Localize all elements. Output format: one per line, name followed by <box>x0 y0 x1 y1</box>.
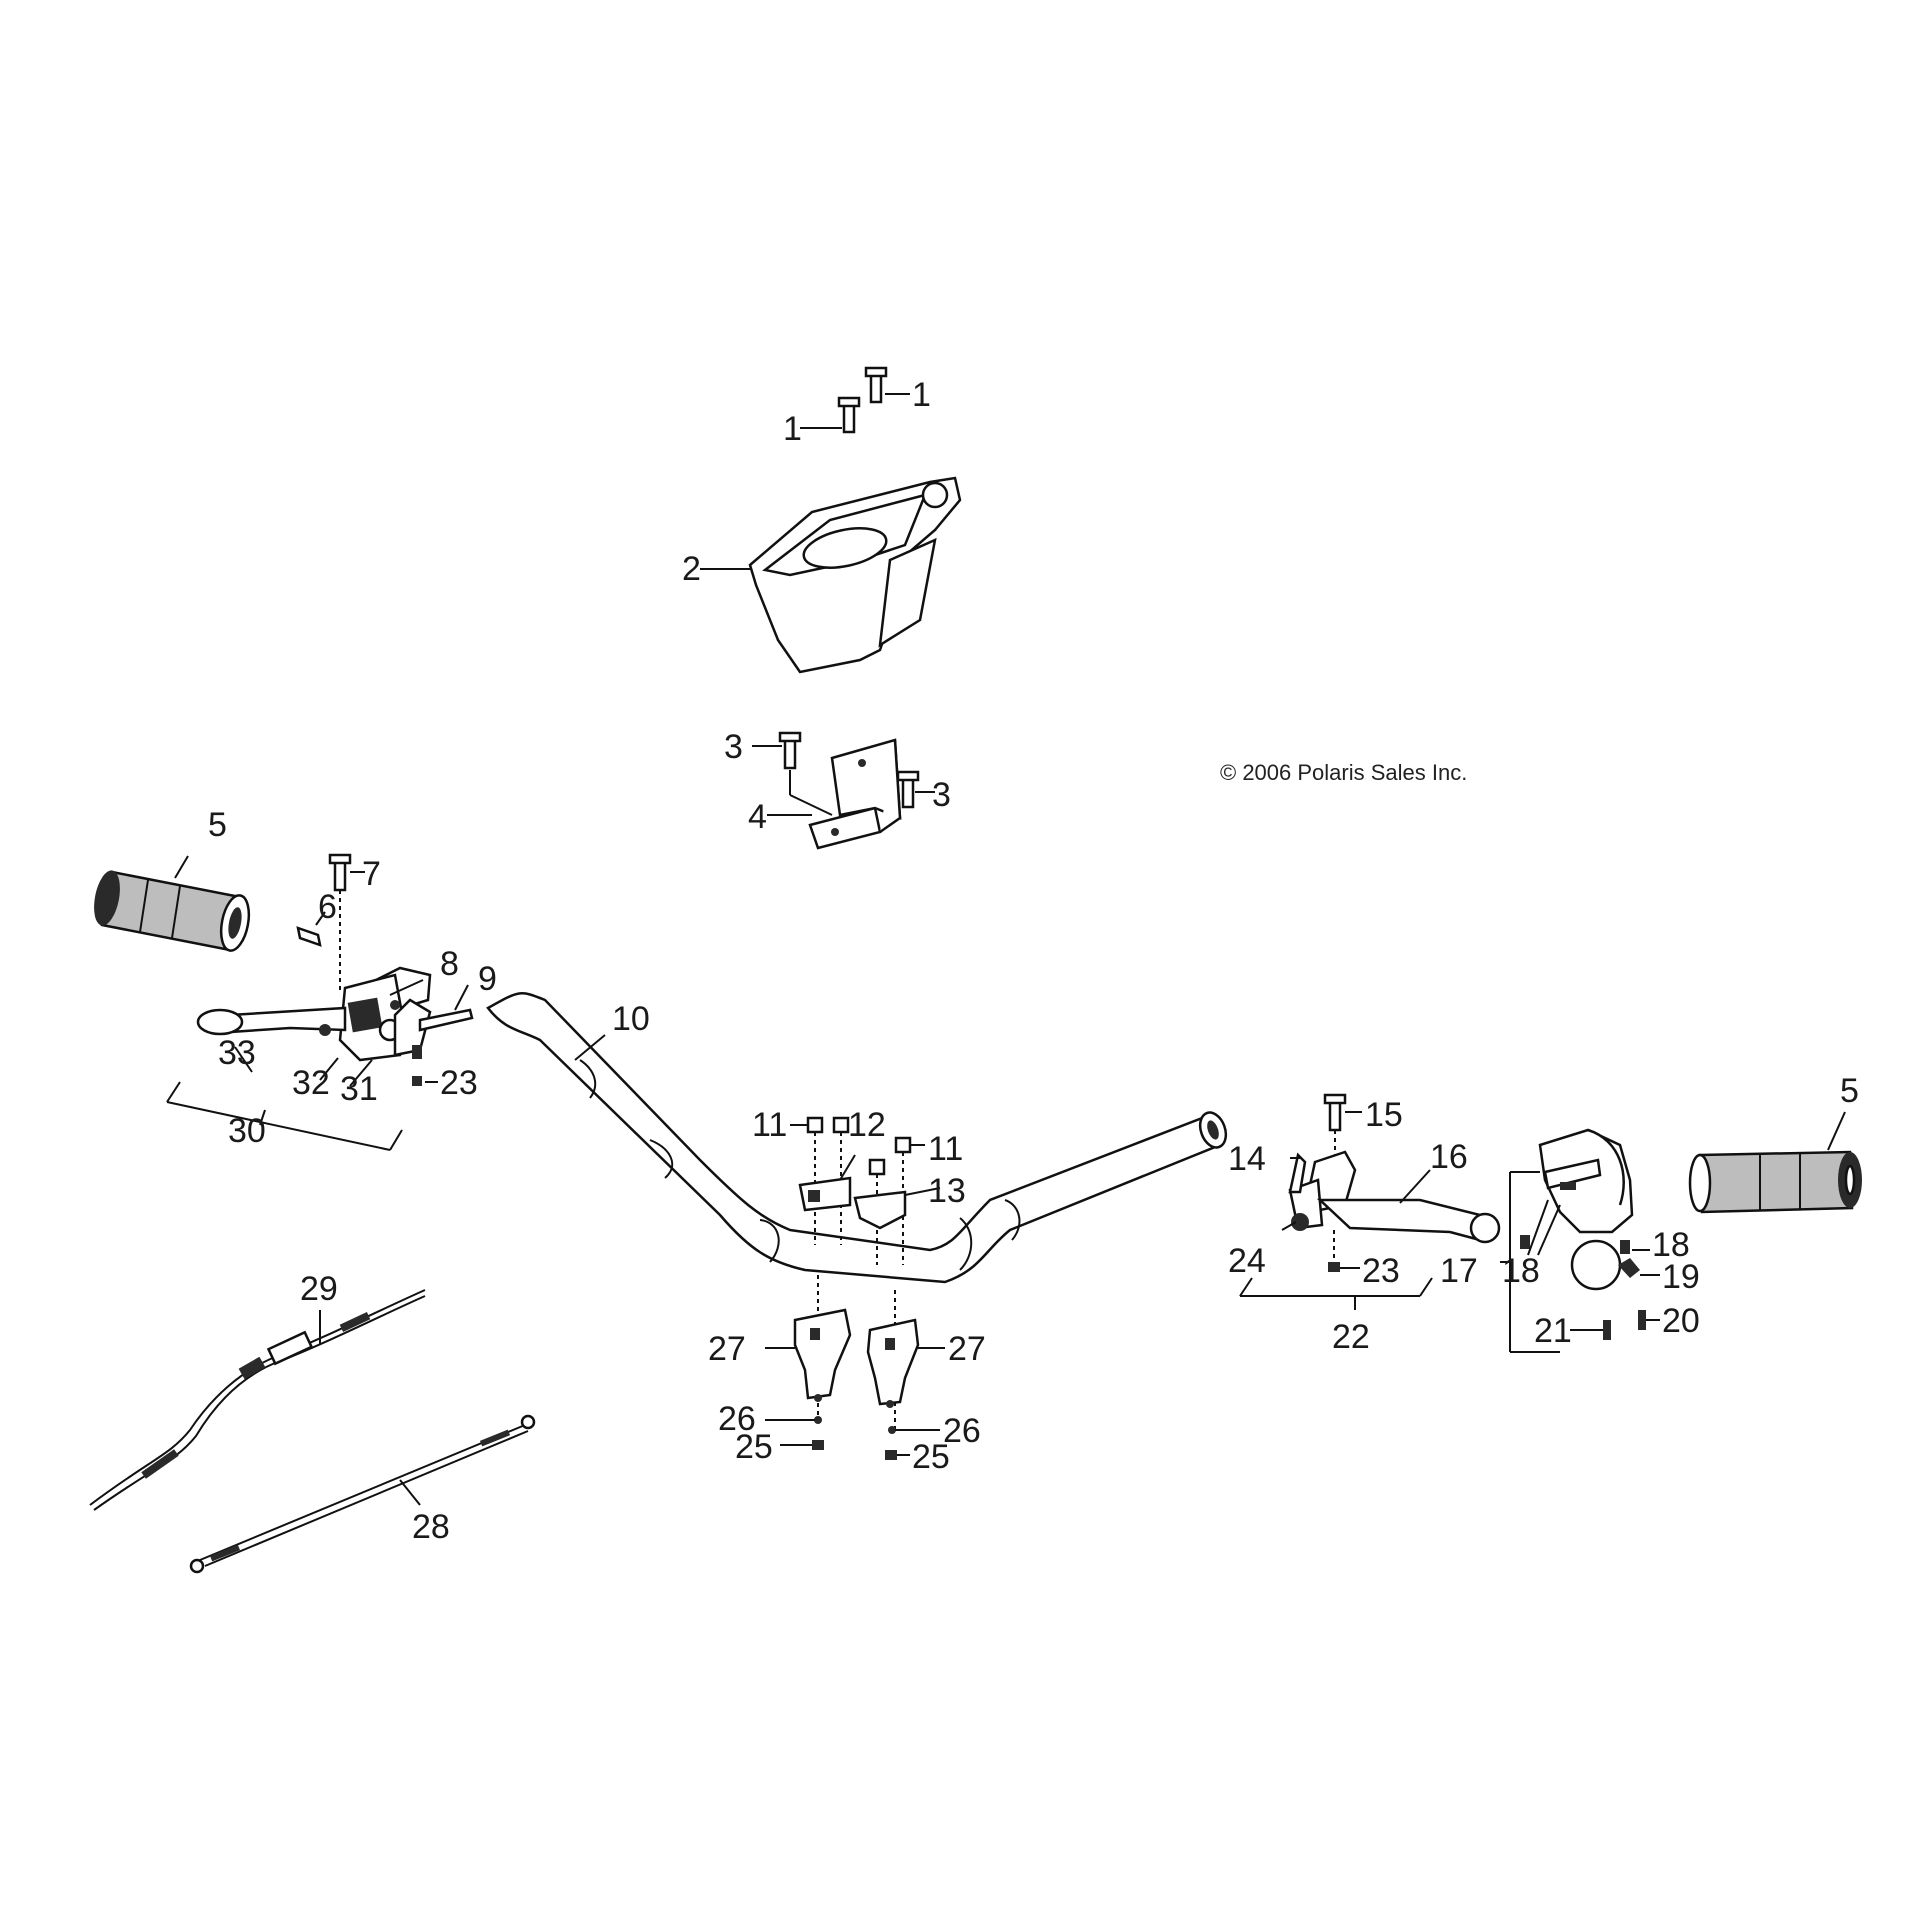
handlebar-part <box>486 992 1228 1284</box>
upper-clamps-part <box>790 1116 941 1265</box>
callout-23a: 23 <box>440 1064 478 1102</box>
callout-27a: 27 <box>708 1330 746 1368</box>
risers-part <box>765 1275 945 1460</box>
callout-25b: 25 <box>912 1438 950 1476</box>
callout-30: 30 <box>228 1112 266 1150</box>
callout-18b: 18 <box>1652 1226 1690 1264</box>
callout-16: 16 <box>1430 1138 1468 1176</box>
callout-4: 4 <box>748 798 767 836</box>
callout-22: 22 <box>1332 1318 1370 1356</box>
left-grip-part <box>94 855 251 952</box>
callout-26b: 26 <box>943 1412 981 1450</box>
callout-26a: 26 <box>718 1400 756 1438</box>
callout-15: 15 <box>1365 1096 1403 1134</box>
callout-14: 14 <box>1228 1140 1266 1178</box>
callout-12: 12 <box>848 1106 886 1144</box>
throttle-cable-part <box>89 1289 426 1511</box>
callout-3a: 3 <box>724 728 743 766</box>
callout-5a: 5 <box>208 806 227 844</box>
callout-1a: 1 <box>912 376 931 414</box>
callout-24: 24 <box>1228 1242 1266 1280</box>
callout-10: 10 <box>612 1000 650 1038</box>
callout-19: 19 <box>1662 1258 1700 1296</box>
pod-bracket-part <box>752 731 935 850</box>
callout-18a: 18 <box>1502 1252 1540 1290</box>
brake-cable-part <box>189 1414 536 1574</box>
callout-20: 20 <box>1662 1302 1700 1340</box>
callout-8: 8 <box>440 945 459 983</box>
copyright-text: © 2006 Polaris Sales Inc. <box>1220 760 1467 785</box>
switch-housing-part <box>1500 1128 1660 1353</box>
callout-23b: 23 <box>1362 1252 1400 1290</box>
left-brake-assembly-part <box>166 853 474 1151</box>
callout-6: 6 <box>318 888 337 926</box>
callout-11a: 11 <box>752 1106 787 1144</box>
callout-11b: 11 <box>928 1130 963 1168</box>
callout-1b: 1 <box>783 410 802 448</box>
callout-33: 33 <box>218 1034 256 1072</box>
callout-25a: 25 <box>735 1428 773 1466</box>
right-lever-assembly-part <box>1239 1093 1501 1310</box>
callout-28: 28 <box>412 1508 450 1546</box>
callout-17: 17 <box>1440 1252 1478 1290</box>
bolt-part <box>800 366 910 434</box>
callout-13: 13 <box>928 1172 966 1210</box>
callout-3b: 3 <box>932 776 951 814</box>
callout-21: 21 <box>1534 1312 1572 1350</box>
callout-5b: 5 <box>1840 1072 1859 1110</box>
callout-31: 31 <box>340 1070 378 1108</box>
callout-2: 2 <box>682 550 701 588</box>
headlight-pod-part <box>700 476 962 674</box>
callout-32: 32 <box>292 1064 330 1102</box>
callout-27b: 27 <box>948 1330 986 1368</box>
callout-29: 29 <box>300 1270 338 1308</box>
right-grip-part <box>1688 1111 1862 1214</box>
callout-7: 7 <box>362 855 381 893</box>
callout-9: 9 <box>478 960 497 998</box>
